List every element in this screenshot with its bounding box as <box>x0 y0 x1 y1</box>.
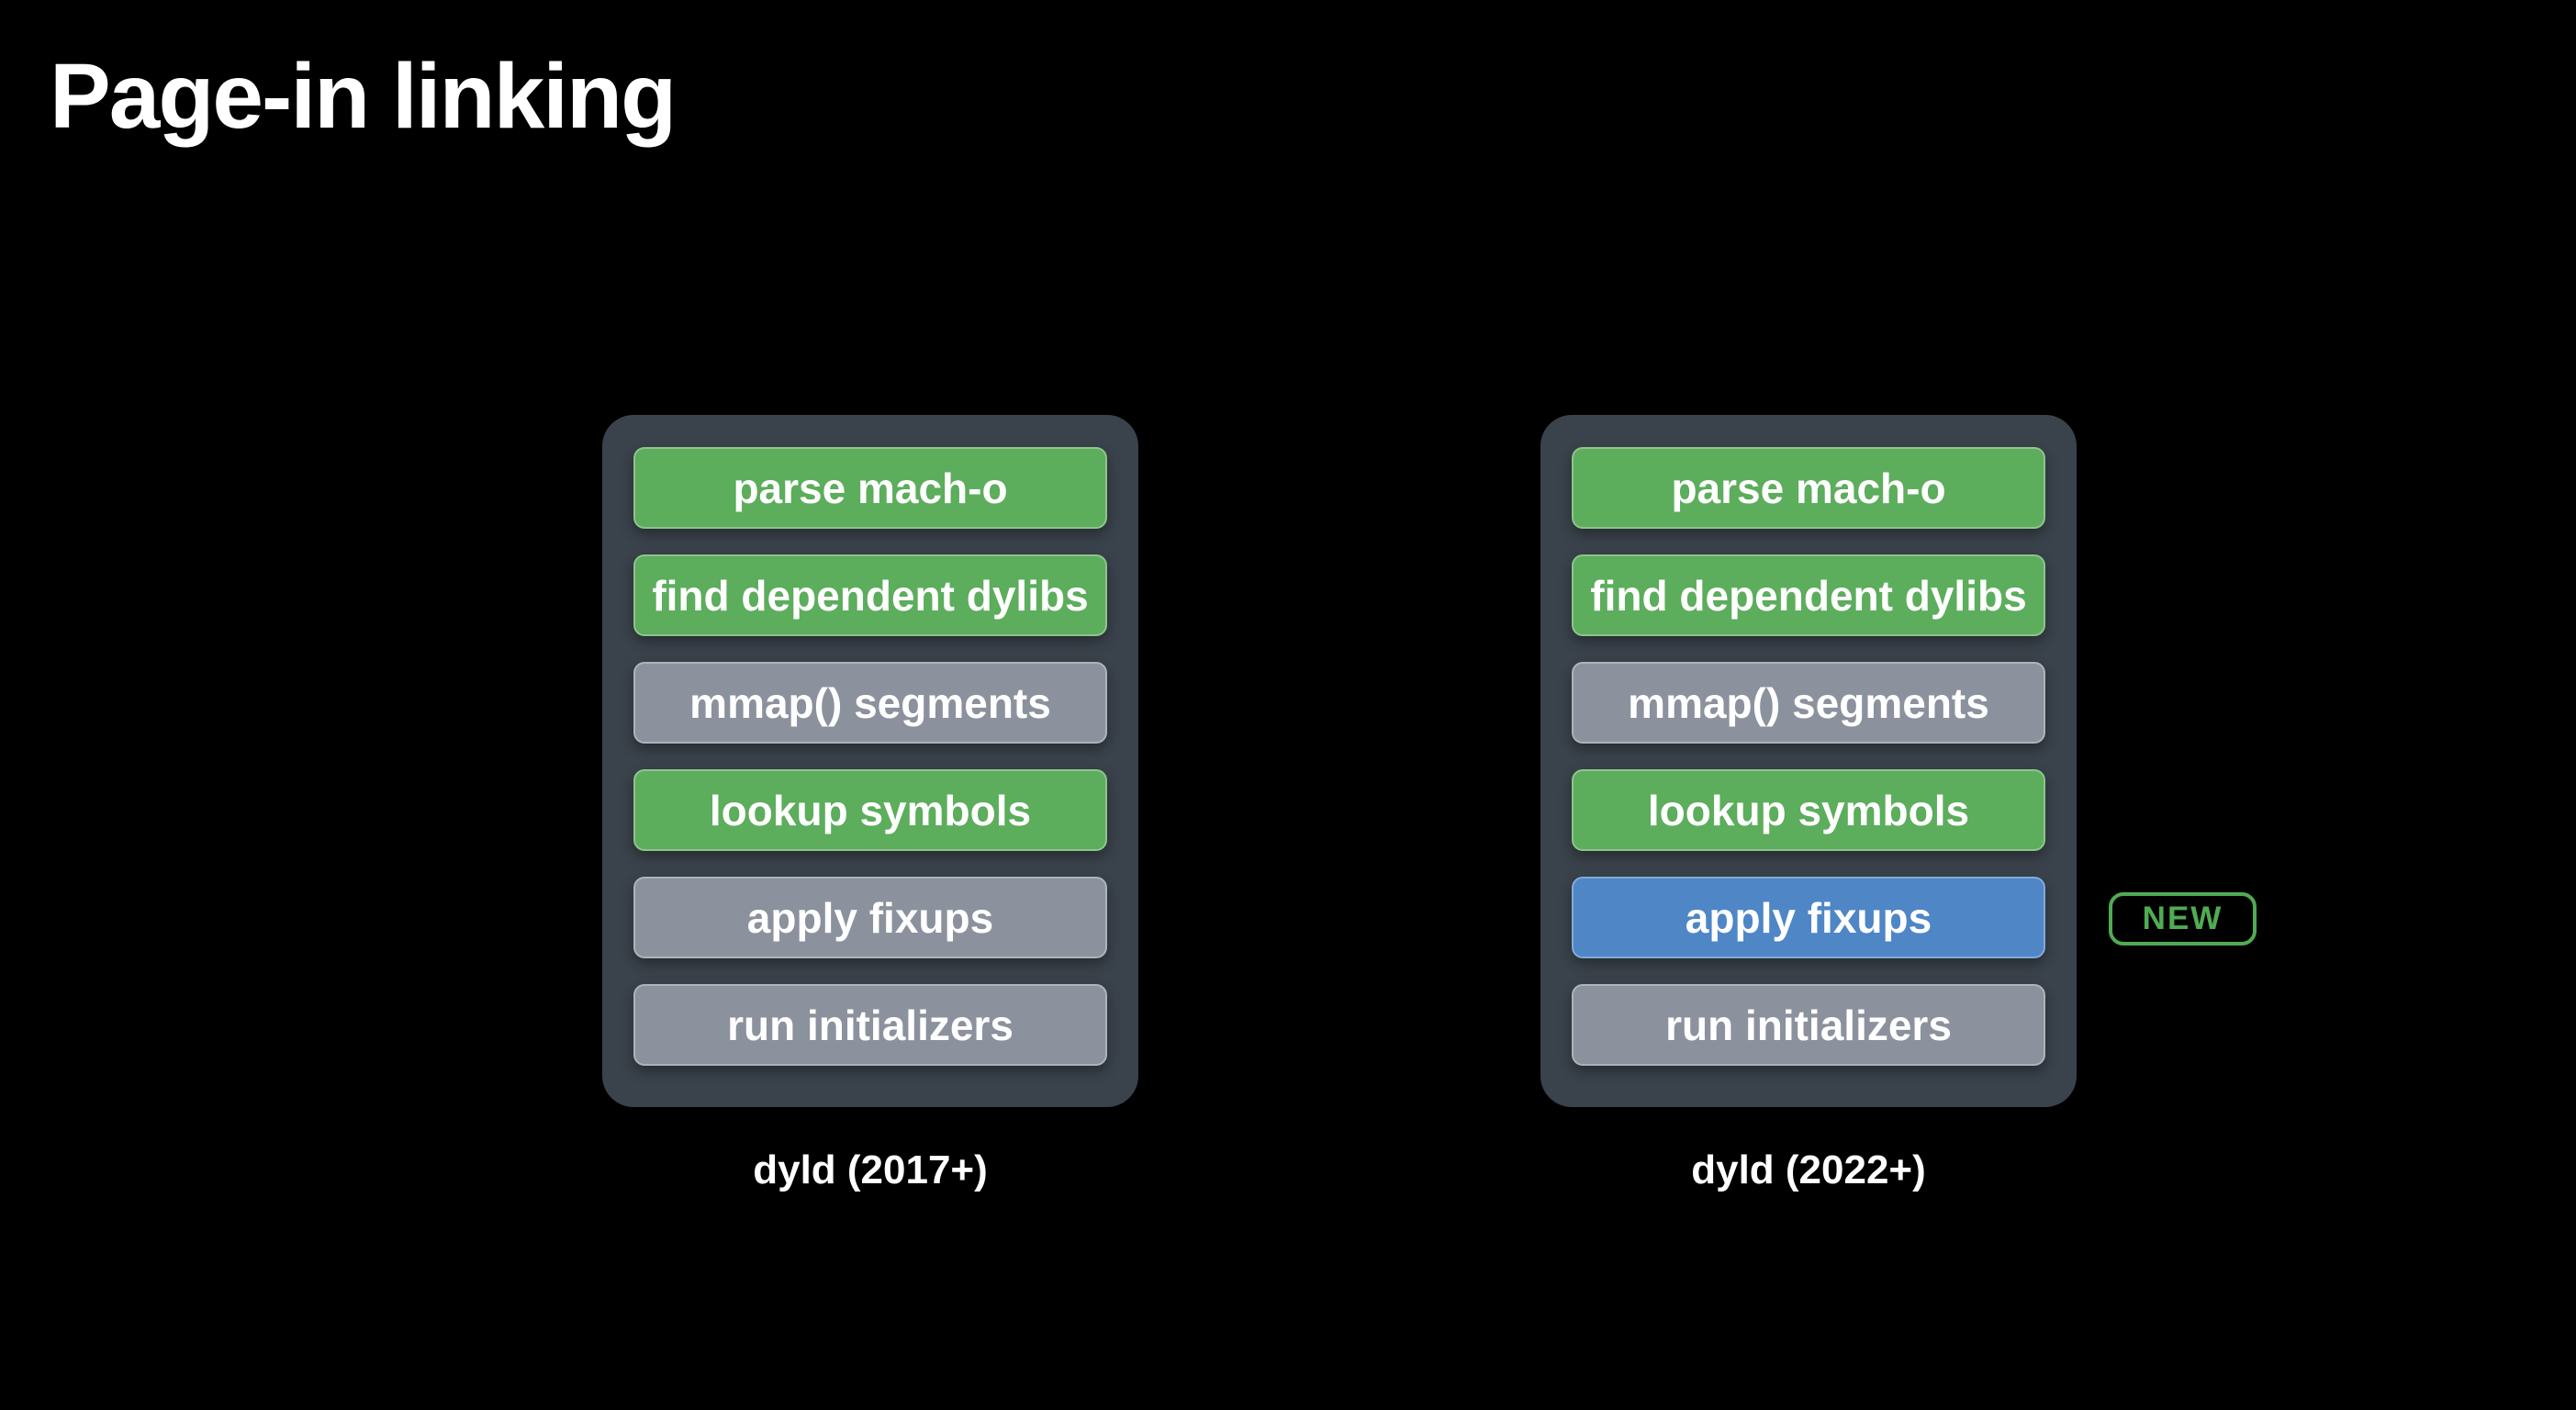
flow-step: parse mach-o <box>1572 447 2045 529</box>
page-title: Page-in linking <box>50 45 677 148</box>
panel-caption-2017: dyld (2017+) <box>753 1147 988 1192</box>
flow-step: apply fixups <box>633 877 1107 958</box>
flow-step: run initializers <box>1572 984 2045 1066</box>
flow-step: find dependent dylibs <box>1572 554 2045 636</box>
flow-step: find dependent dylibs <box>633 554 1107 636</box>
flow-step: lookup symbols <box>1572 769 2045 851</box>
new-badge: NEW <box>2109 892 2257 946</box>
flow-step-apply-fixups-new: apply fixups <box>1572 877 2045 958</box>
dyld-2017-panel: parse mach-o find dependent dylibs mmap(… <box>602 415 1138 1107</box>
flow-step: run initializers <box>633 984 1107 1066</box>
dyld-2022-panel: parse mach-o find dependent dylibs mmap(… <box>1540 415 2077 1107</box>
flow-step: parse mach-o <box>633 447 1107 529</box>
flow-step: mmap() segments <box>633 662 1107 744</box>
flow-step: lookup symbols <box>633 769 1107 851</box>
panel-caption-2022: dyld (2022+) <box>1691 1147 1926 1192</box>
flow-step: mmap() segments <box>1572 662 2045 744</box>
